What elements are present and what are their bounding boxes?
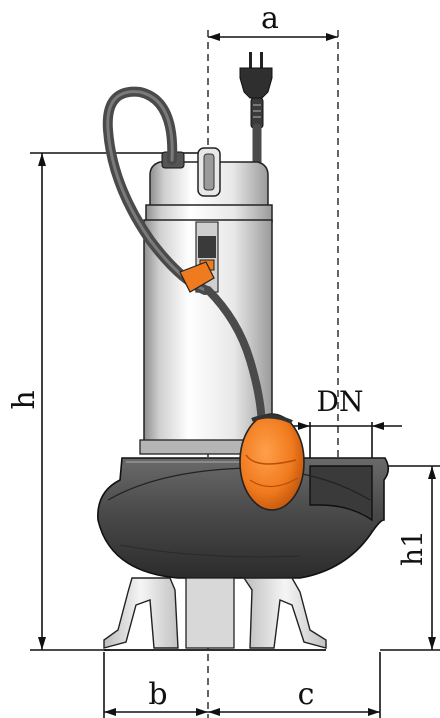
cable-clip	[179, 261, 215, 293]
label-c: c	[298, 677, 315, 712]
label-b: b	[148, 677, 167, 712]
pump-body	[139, 147, 277, 455]
float-switch	[239, 413, 305, 511]
label-h1: h1	[396, 530, 429, 566]
pump-volute	[97, 457, 390, 579]
pump-base	[103, 577, 327, 651]
dimension-a: a	[208, 1, 338, 41]
label-a: a	[261, 1, 279, 36]
label-h: h	[7, 390, 42, 409]
float-cable	[204, 286, 266, 434]
dimension-h1: h1	[372, 465, 440, 651]
dimension-dn: DN	[290, 385, 402, 470]
dimension-b-c: b c	[103, 652, 381, 718]
label-dn: DN	[317, 385, 364, 418]
